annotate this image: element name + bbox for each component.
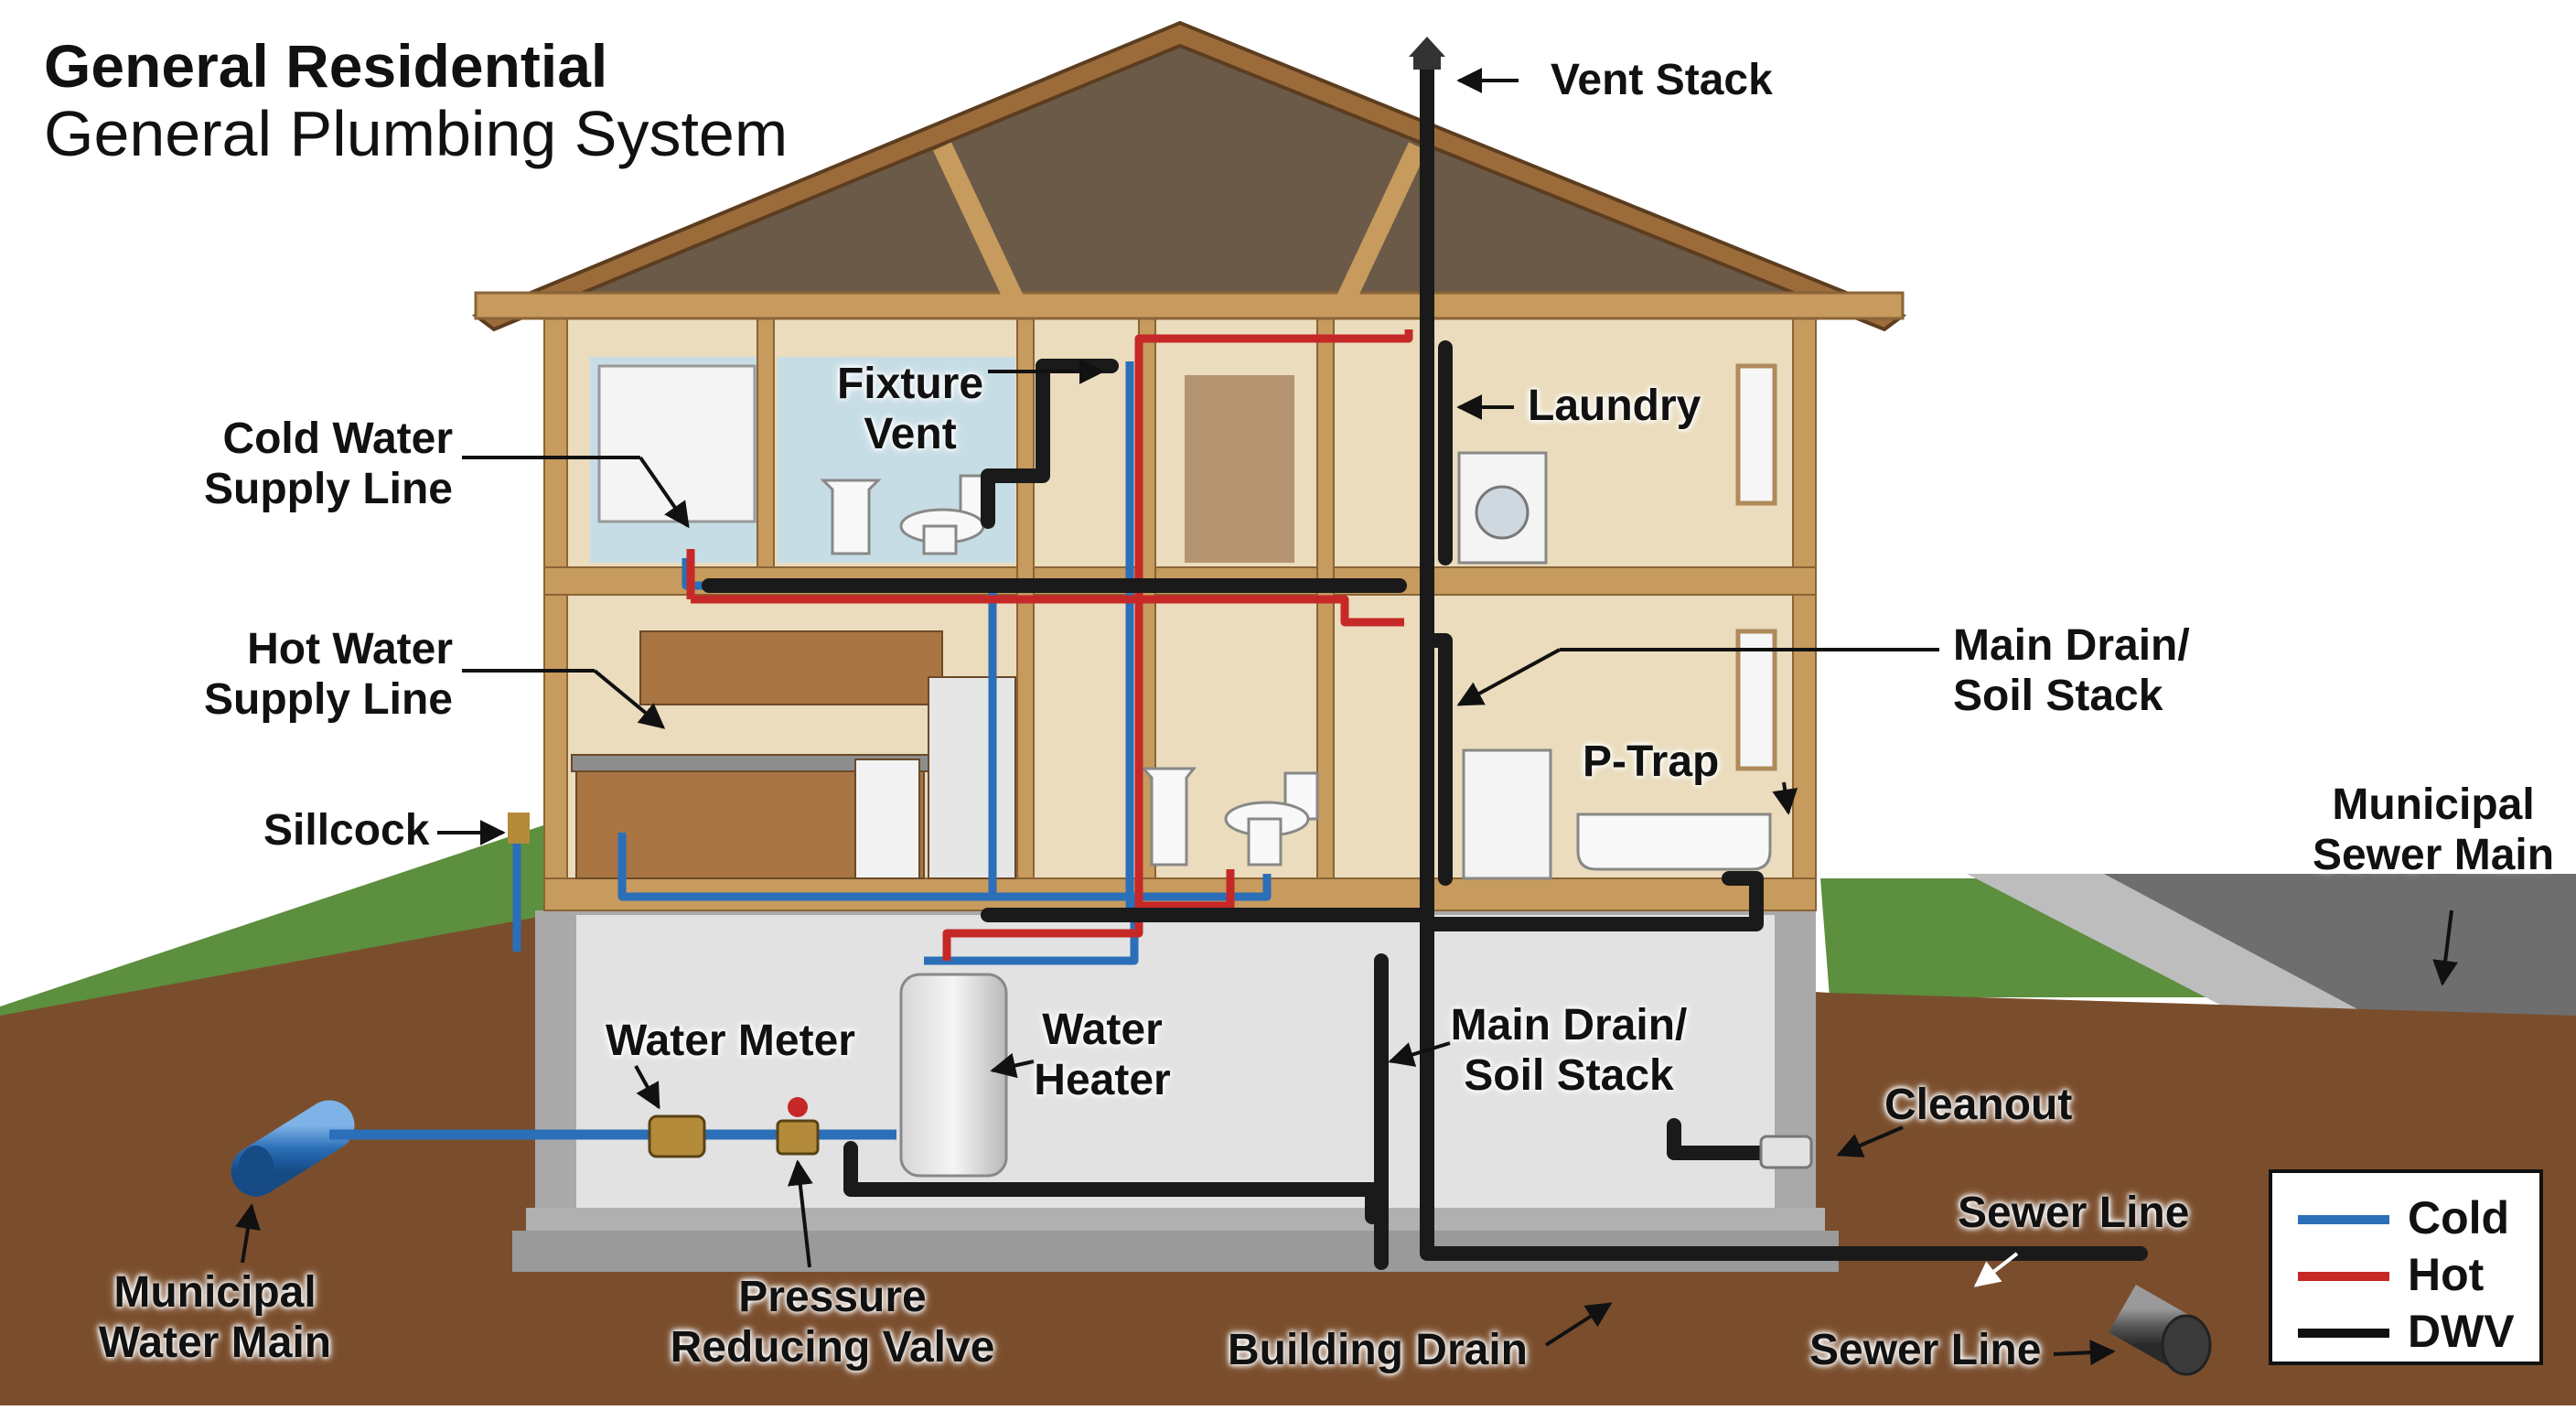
basement-interior	[576, 915, 1775, 1217]
water-main-end	[238, 1146, 274, 1197]
ceiling-beam	[474, 291, 1905, 320]
label-main-drain-lower: Main Drain/ Soil Stack	[1450, 1001, 1688, 1101]
hot-water-pipes	[686, 329, 1413, 961]
bathtub	[1576, 813, 1772, 871]
sewer-line-arrow	[1973, 1252, 2019, 1287]
label-sewer-line-lower: Sewer Line	[1809, 1326, 2042, 1374]
legend-swatch-dwv	[2298, 1329, 2389, 1338]
label-fixture-vent: Fixture Vent	[836, 360, 984, 459]
label-main-drain-upper: Main Drain/ Soil Stack	[1953, 621, 2190, 721]
shower	[597, 364, 757, 523]
label-municipal-water-main: Municipal Water Main	[98, 1268, 332, 1368]
legend-swatch-cold	[2298, 1215, 2389, 1224]
label-water-meter: Water Meter	[606, 1017, 855, 1065]
grass-left	[0, 823, 549, 1025]
label-laundry: Laundry	[1528, 382, 1701, 430]
legend: Cold Hot DWV	[2269, 1169, 2543, 1365]
label-cleanout: Cleanout	[1884, 1081, 2073, 1129]
upstairs-door	[1185, 375, 1294, 563]
label-pressure-reducing-valve: Pressure Reducing Valve	[670, 1273, 995, 1372]
prv	[776, 1119, 820, 1156]
roof	[471, 20, 1907, 332]
label-sewer-line-upper: Sewer Line	[1958, 1189, 2190, 1237]
diagram-title-line1: General Residential	[44, 32, 608, 100]
label-p-trap: P-Trap	[1583, 737, 1720, 786]
vent-cap	[1409, 37, 1445, 57]
legend-item-hot: Hot	[2298, 1248, 2536, 1303]
label-sillcock: Sillcock	[263, 806, 430, 855]
prv-handle	[788, 1097, 808, 1117]
legend-label-hot: Hot	[2408, 1249, 2485, 1300]
vent-cap-base	[1413, 57, 1441, 70]
attic	[549, 37, 1839, 307]
label-vent-stack: Vent Stack	[1551, 56, 1773, 104]
legend-swatch-hot	[2298, 1272, 2389, 1281]
legend-item-dwv: DWV	[2298, 1305, 2536, 1360]
diagram-title-line2: General Plumbing System	[44, 98, 789, 169]
window-lower	[1735, 629, 1777, 771]
sewer-pipe-end	[2161, 1314, 2212, 1376]
sidewalk	[1967, 874, 2378, 1016]
sillcock	[508, 813, 530, 844]
legend-label-dwv: DWV	[2408, 1306, 2515, 1357]
cleanout	[1759, 1135, 1813, 1169]
label-cold-water-supply: Cold Water Supply Line	[203, 414, 453, 514]
truss-right	[1336, 142, 1427, 307]
label-hot-water-supply: Hot Water Supply Line	[203, 625, 453, 725]
washer-door	[1475, 485, 1530, 540]
washer-lower	[1462, 748, 1552, 880]
truss-left	[933, 142, 1025, 307]
fixtures	[820, 474, 1319, 866]
label-municipal-sewer-main: Municipal Sewer Main	[2312, 780, 2555, 880]
water-meter	[648, 1114, 706, 1158]
dwv-pipes	[702, 48, 2148, 1270]
window-upper	[1735, 363, 1777, 506]
leader-arrows	[235, 68, 2459, 1366]
water-heater	[899, 973, 1008, 1178]
label-building-drain: Building Drain	[1228, 1326, 1528, 1374]
legend-label-cold: Cold	[2408, 1192, 2510, 1243]
legend-item-cold: Cold	[2298, 1191, 2536, 1246]
label-water-heater: Water Heater	[1034, 1006, 1171, 1105]
kitchen	[571, 630, 1016, 879]
